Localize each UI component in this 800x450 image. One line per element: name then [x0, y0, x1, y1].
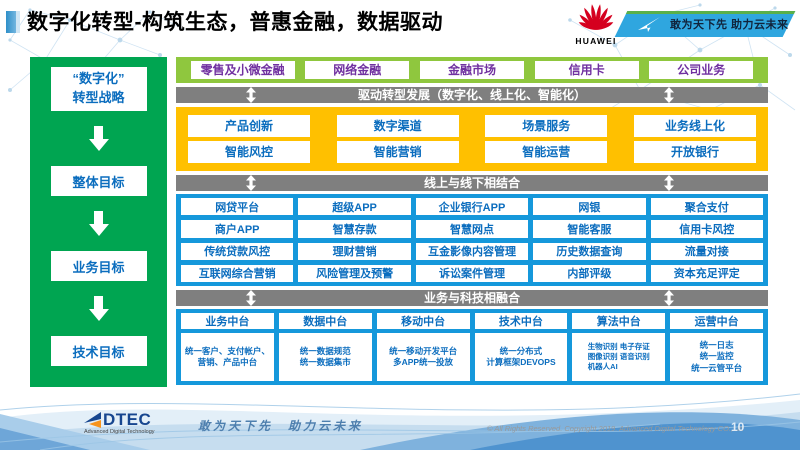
paper-plane-icon	[638, 16, 660, 32]
sidebar-item-tech-goal: 技术目标	[50, 336, 147, 366]
connector-bar-tech-fusion: 业务与科技相融合	[176, 290, 768, 306]
capability-row: 智能风控 智能营销 智能运营 开放银行	[188, 141, 756, 163]
sidebar-item-overall-goal: 整体目标	[50, 166, 147, 196]
down-arrow-icon	[88, 211, 109, 236]
updown-arrow-icon	[246, 175, 256, 191]
page-number: 10	[731, 420, 745, 434]
application-box: 信用卡风控	[650, 220, 763, 238]
application-box: 智慧网点	[415, 220, 529, 238]
adtec-logo-icon	[84, 412, 101, 428]
capability-box: 产品创新	[188, 115, 310, 137]
adtec-logo: DTEC Advanced Digital Technology	[84, 411, 155, 435]
application-box: 流量对接	[650, 242, 763, 260]
platform-title-box: 技术中台	[474, 313, 568, 329]
platform-title-box: 业务中台	[181, 313, 274, 329]
capability-box: 场景服务	[485, 115, 608, 137]
down-arrow-icon	[88, 126, 109, 151]
updown-arrow-icon	[664, 290, 674, 306]
capability-band: 产品创新 数字渠道 场景服务 业务线上化 智能风控 智能营销 智能运营 开放银行	[176, 107, 768, 171]
application-box: 智能客服	[533, 220, 646, 238]
title-bullet	[6, 11, 20, 33]
platform-title-box: 数据中台	[278, 313, 372, 329]
capability-box: 智能运营	[485, 141, 608, 163]
application-box: 风险管理及预警	[298, 264, 411, 282]
sidebar-item-strategy: “数字化” 转型战略	[50, 67, 147, 111]
application-box: 传统贷款风控	[181, 242, 294, 260]
connector-bar-label: 线上与线下相结合	[423, 176, 520, 190]
application-box: 聚合支付	[650, 198, 763, 216]
application-box: 诉讼案件管理	[415, 264, 529, 282]
platform-title-box: 运营中台	[670, 313, 763, 329]
capability-row: 产品创新 数字渠道 场景服务 业务线上化	[188, 115, 756, 137]
capability-box: 业务线上化	[633, 115, 756, 137]
tagline-banner-content: 敢为天下先 助力云未来	[610, 11, 792, 37]
application-band: 网贷平台 超级APP 企业银行APP 网银 聚合支付 商户APP 智慧存款 智慧…	[176, 194, 768, 286]
application-box: 资本充足评定	[650, 264, 763, 282]
connector-bar-online-offline: 线上与线下相结合	[176, 175, 768, 191]
application-box: 网贷平台	[181, 198, 294, 216]
business-line-box: 金融市场	[419, 61, 524, 79]
platform-detail-box: 统一移动开发平台 多APP统一投放	[376, 333, 470, 381]
connector-bar-label: 驱动转型发展（数字化、线上化、智能化）	[357, 88, 586, 102]
page-title: 数字化转型-构筑生态，普惠金融，数据驱动	[27, 11, 443, 34]
application-box: 智慧存款	[298, 220, 411, 238]
business-lines-band: 零售及小微金融 网络金融 金融市场 信用卡 公司业务	[176, 57, 768, 83]
platform-title-box: 移动中台	[376, 313, 470, 329]
business-line-box: 公司业务	[649, 61, 754, 79]
platform-band: 业务中台 数据中台 移动中台 技术中台 算法中台 运营中台 统一客户、支付帐户、…	[176, 309, 768, 385]
sidebar-item-business-goal: 业务目标	[50, 251, 147, 281]
platform-title-box: 算法中台	[572, 313, 666, 329]
banner-tagline: 敢为天下先 助力云未来	[670, 19, 789, 31]
application-box: 商户APP	[181, 220, 294, 238]
business-line-box: 信用卡	[534, 61, 639, 79]
connector-bar-drive: 驱动转型发展（数字化、线上化、智能化）	[176, 87, 768, 103]
capability-box: 数字渠道	[336, 115, 459, 137]
adtec-subtext: Advanced Digital Technology	[84, 429, 155, 435]
application-box: 内部评级	[533, 264, 646, 282]
application-box: 互金影像内容管理	[415, 242, 529, 260]
application-box: 企业银行APP	[415, 198, 529, 216]
bottom-wave-decoration	[0, 393, 800, 450]
copyright-text: © All Rights Reserved. Copyright 2019. A…	[487, 424, 744, 433]
platform-detail-box: 统一日志 统一监控 统一云管平台	[670, 333, 763, 381]
huawei-logo: HUAWEI	[573, 3, 619, 46]
connector-bar-label: 业务与科技相融合	[423, 291, 520, 305]
platform-detail-box: 统一数据规范 统一数据集市	[278, 333, 372, 381]
application-box: 网银	[533, 198, 646, 216]
capability-box: 智能营销	[336, 141, 459, 163]
business-line-box: 零售及小微金融	[190, 61, 295, 79]
application-box: 超级APP	[298, 198, 411, 216]
updown-arrow-icon	[664, 175, 674, 191]
adtec-wordmark: DTEC	[103, 410, 152, 429]
business-line-box: 网络金融	[305, 61, 410, 79]
huawei-fan-icon	[578, 4, 614, 31]
application-box: 互联网综合营销	[181, 264, 294, 282]
application-box: 历史数据查询	[533, 242, 646, 260]
application-box: 理财营销	[298, 242, 411, 260]
updown-arrow-icon	[246, 290, 256, 306]
strategy-sidebar: “数字化” 转型战略 整体目标 业务目标 技术目标	[30, 57, 167, 387]
down-arrow-icon	[88, 296, 109, 321]
architecture-diagram: 零售及小微金融 网络金融 金融市场 信用卡 公司业务 驱动转型发展（数字化、线上…	[176, 57, 768, 385]
capability-box: 智能风控	[188, 141, 310, 163]
huawei-wordmark: HUAWEI	[575, 36, 617, 46]
platform-detail-box: 统一客户、支付帐户、营销、产品中台	[181, 333, 274, 381]
footer-tagline: 敢为天下先 助力云未来	[198, 419, 364, 433]
capability-box: 开放银行	[633, 141, 756, 163]
updown-arrow-icon	[246, 87, 256, 103]
platform-detail-box: 统一分布式 计算框架DEVOPS	[474, 333, 568, 381]
updown-arrow-icon	[664, 87, 674, 103]
platform-detail-box: 生物识别 电子存证 图像识别 语音识别 机器人AI	[572, 333, 666, 381]
